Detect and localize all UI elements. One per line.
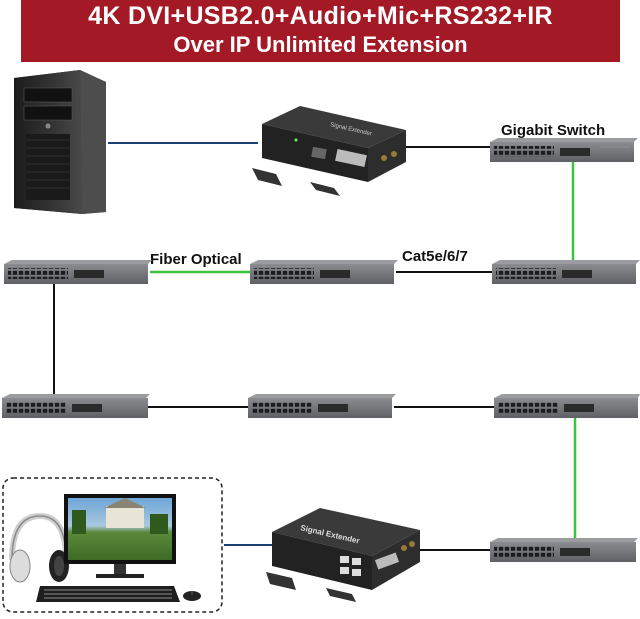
receiver-extender: Signal Extender bbox=[266, 508, 420, 602]
switch-top-right bbox=[490, 138, 638, 162]
transmitter-extender: Signal Extender bbox=[252, 106, 406, 196]
title-line-2: Over IP Unlimited Extension bbox=[173, 32, 468, 57]
switch-row2-right bbox=[492, 260, 640, 284]
switch-row3-left bbox=[2, 394, 150, 418]
switch-bottom-right bbox=[490, 538, 638, 562]
switch-row3-right bbox=[494, 394, 640, 418]
switch-row2-left bbox=[4, 260, 152, 284]
monitor-icon bbox=[64, 494, 176, 578]
switch-row2-middle bbox=[250, 260, 398, 284]
headphones-icon bbox=[9, 512, 69, 583]
title-line-1: 4K DVI+USB2.0+Audio+Mic+RS232+IR bbox=[88, 2, 553, 30]
cables bbox=[53, 142, 577, 551]
gigabit-switch-label: Gigabit Switch bbox=[501, 122, 606, 139]
title-banner: 4K DVI+USB2.0+Audio+Mic+RS232+IR Over IP… bbox=[21, 0, 620, 62]
pc-tower bbox=[14, 70, 106, 214]
switch-row3-middle bbox=[248, 394, 396, 418]
fiber-optical-label: Fiber Optical bbox=[150, 251, 242, 268]
user-station bbox=[2, 477, 223, 613]
mouse-icon bbox=[183, 591, 201, 601]
user-station-frame bbox=[2, 477, 223, 613]
keyboard-icon bbox=[36, 586, 180, 602]
cat-cable-label: Cat5e/6/7 bbox=[402, 248, 468, 265]
